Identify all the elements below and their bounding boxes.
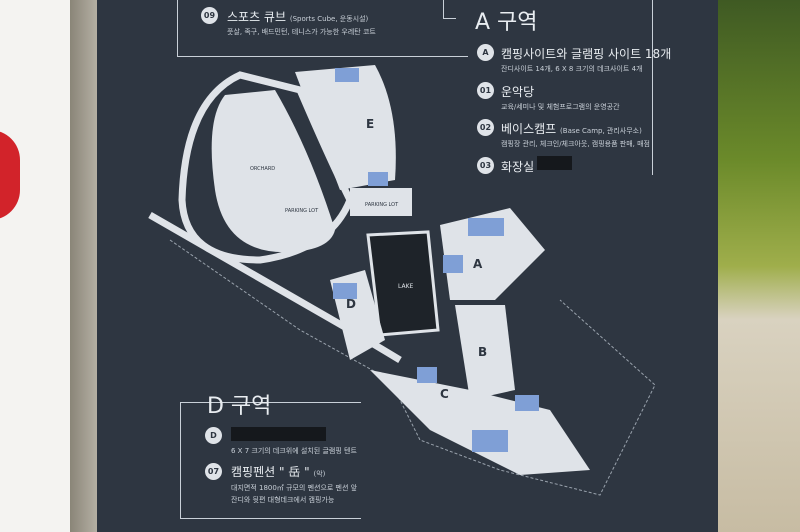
heart-graphic [0,130,20,220]
title-03: 화장실 [501,160,535,174]
desc-02: 캠핑장 관리, 체크인/체크아웃, 캠핑용품 판매, 매점 [501,140,650,148]
frame-line [177,0,468,57]
badge-d: D [205,427,222,444]
desc-01: 교육/세미나 및 체험프로그램의 운영공간 [501,103,620,111]
title-07: 캠핑펜션 " 岳 " (악) [231,465,326,479]
zone-a-heading: A 구역 [475,10,538,35]
badge-07: 07 [205,463,222,480]
title-02: 베이스캠프 (Base Camp, 관리사무소) [501,122,642,136]
desc-07: 대지면적 1800㎡ 규모의 펜션으로 펜션 앞 잔디와 뒷편 대형데크에서 캠… [231,484,358,504]
desc-a: 잔디사이트 14개, 6 X 8 크기의 데크사이트 4개 [501,65,643,73]
frame-line [642,0,653,175]
zone-label-d: D [346,297,356,311]
redaction [231,427,326,441]
badge-02: 02 [477,119,494,136]
label-parking-2: PARKING LOT [365,202,399,208]
title-01: 운악당 [501,85,535,99]
boundary-line [169,239,656,496]
background-trees [718,0,800,532]
frame-line [180,402,361,519]
title-09: 스포츠 큐브 (Sports Cube, 운동시설) [227,10,369,24]
orchard [211,90,335,253]
desc-d: 6 X 7 크기의 데크위에 설치된 글램핑 텐트 [231,447,357,455]
label-parking-1: PARKING LOT [285,208,319,214]
zone-e [295,65,396,190]
zone-label-b: B [478,345,487,359]
badge-a: A [477,44,494,61]
badge-03: 03 [477,157,494,174]
frame-line [443,0,456,19]
zone-label-c: C [440,387,449,401]
desc-09: 풋살, 족구, 배드민턴, 테니스가 가능한 우레탄 코트 [227,28,376,36]
lake [366,230,440,337]
banner [0,0,70,532]
zone-b [455,305,515,400]
redaction [537,156,572,170]
zone-label-e: E [366,117,374,131]
parking-lot-2 [350,188,412,216]
zone-d-heading: D 구역 [207,394,272,419]
title-a: 캠핑사이트와 글램핑 사이트 18개 [501,47,672,61]
label-orchard: ORCHARD [250,166,275,172]
badge-01: 01 [477,82,494,99]
zone-a [440,208,545,300]
label-lake: LAKE [398,283,414,290]
badge-09: 09 [201,7,218,24]
facility-markers [333,68,539,452]
zone-c [370,370,590,475]
zone-label-a: A [473,257,483,271]
